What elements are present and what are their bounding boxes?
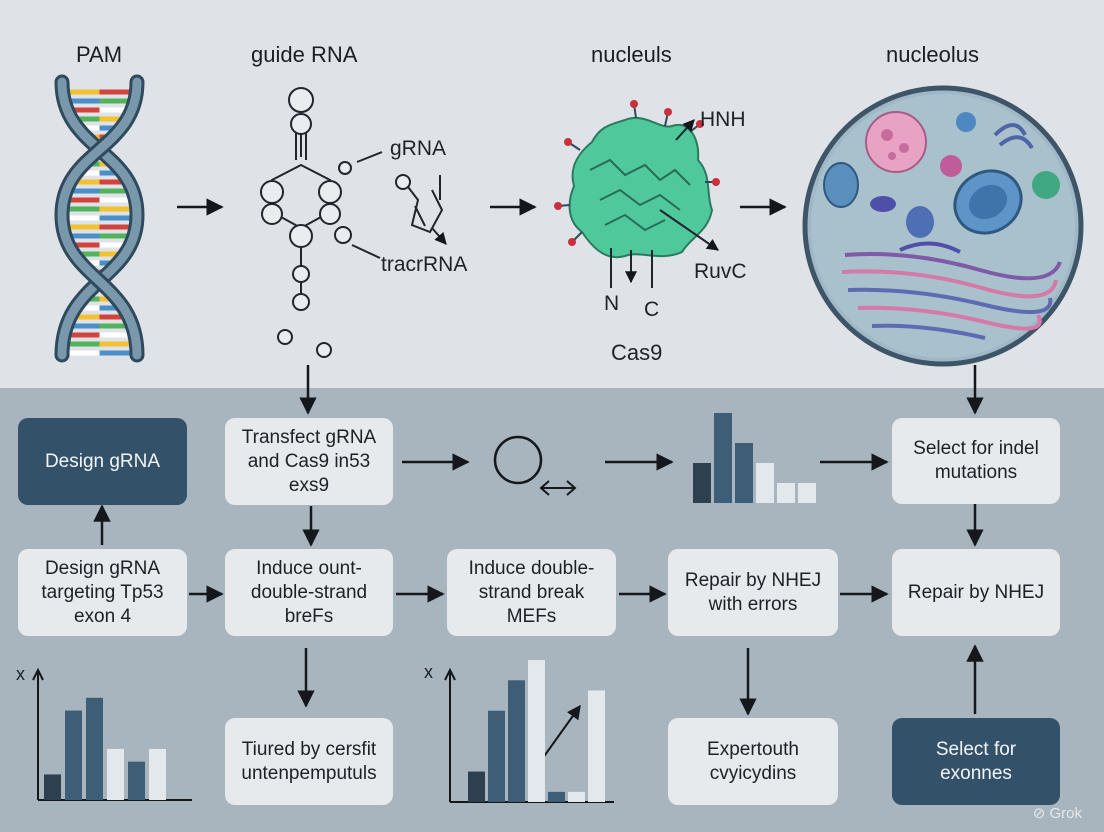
box-select-indel: Select for indel mutations xyxy=(892,418,1060,504)
header-nucleolus: nucleolus xyxy=(886,42,979,67)
bar xyxy=(44,774,61,800)
box-select-exonnes: Select for exonnes xyxy=(892,718,1060,805)
axis-label-left: x xyxy=(16,664,25,684)
bar xyxy=(568,791,585,802)
label-cas9: Cas9 xyxy=(611,340,663,365)
header-pam: PAM xyxy=(76,42,123,67)
bar xyxy=(548,791,565,802)
plasmid-circle-icon xyxy=(493,435,577,496)
bar xyxy=(714,413,732,503)
bar-chart-middle xyxy=(444,660,614,803)
guide-rna-molecule-icon xyxy=(260,87,444,358)
box-design-grna: Design gRNA xyxy=(18,418,187,505)
label-n-terminus: N xyxy=(604,292,620,315)
header-nucleus: nucleuls xyxy=(591,42,672,67)
box-induce-break: Induce double- strand break MEFs xyxy=(447,549,616,636)
bar-chart-right xyxy=(693,413,816,503)
bar xyxy=(86,697,103,800)
label-ruvc: RuvC xyxy=(694,260,747,283)
bar xyxy=(468,771,485,802)
label-hnh: HNH xyxy=(700,108,746,131)
bar xyxy=(508,680,525,802)
grok-icon: ⊘ xyxy=(1032,805,1046,822)
box-transfect: Transfect gRNA and Cas9 in53 exs9 xyxy=(225,418,393,505)
bar xyxy=(149,748,166,800)
bar xyxy=(756,463,774,503)
box-tured: Tiured by cersfit untenpemputuls xyxy=(225,718,393,805)
dna-helix-icon xyxy=(54,74,145,363)
bar xyxy=(693,463,711,503)
bar xyxy=(488,710,505,802)
watermark-text: Grok xyxy=(1049,805,1082,822)
label-grna: gRNA xyxy=(390,137,447,160)
axis-label-middle: x xyxy=(424,662,433,682)
box-repair-errors: Repair by NHEJ with errors xyxy=(668,549,838,636)
bar xyxy=(107,748,124,800)
bar xyxy=(528,660,545,802)
label-tracrrna: tracrRNA xyxy=(381,253,468,276)
bar xyxy=(128,761,145,800)
bar xyxy=(798,483,816,503)
bar xyxy=(588,690,605,802)
bar xyxy=(777,483,795,503)
bar xyxy=(735,443,753,503)
cell-icon xyxy=(802,85,1084,367)
bar-chart-left xyxy=(32,667,192,801)
watermark: ⊘ Grok xyxy=(1033,804,1082,822)
box-repair-nhej: Repair by NHEJ xyxy=(892,549,1060,636)
box-design-targeting: Design gRNA targeting Tp53 exon 4 xyxy=(18,549,187,636)
box-induce-ount: Induce ount- double-strand breFs xyxy=(225,549,393,636)
bar xyxy=(65,710,82,800)
header-guide-rna: guide RNA xyxy=(251,42,358,67)
label-c-terminus: C xyxy=(644,298,660,321)
box-expertouth: Expertouth cvyicydins xyxy=(668,718,838,805)
